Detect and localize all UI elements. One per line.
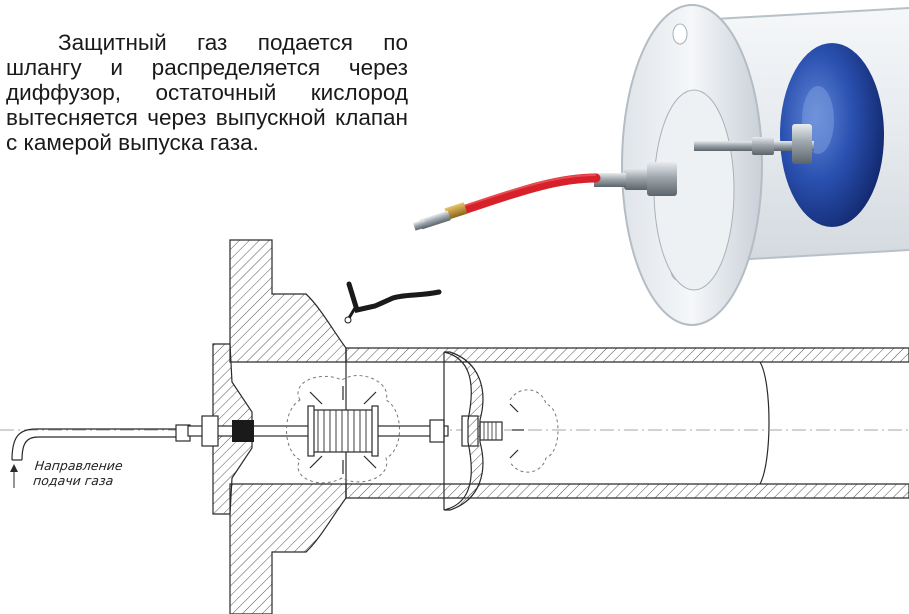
- cross-section-drawing: [0, 239, 909, 614]
- gas-direction-label-line2: подачи газа: [32, 473, 115, 488]
- gas-direction-label: Направление подачи газа: [32, 458, 123, 488]
- arrow-up-icon: [10, 464, 18, 488]
- description-text: Защитный газ подается по шлангу и распре…: [6, 30, 408, 155]
- welding-torch-icon: [344, 281, 442, 324]
- purge-plug-photo: [413, 4, 909, 326]
- gas-direction-label-line1: Направление: [34, 458, 124, 473]
